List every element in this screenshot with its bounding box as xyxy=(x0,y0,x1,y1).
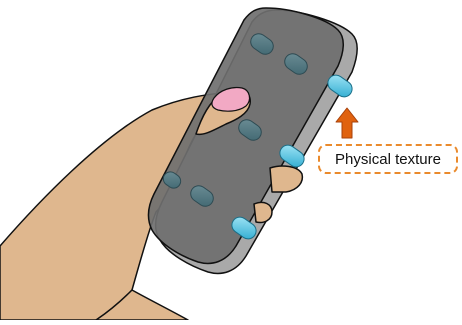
arrow-up-icon xyxy=(336,108,358,138)
callout-box: Physical texture xyxy=(318,144,458,174)
finger-lower xyxy=(254,202,272,222)
finger-upper xyxy=(270,166,302,192)
callout-label: Physical texture xyxy=(335,151,441,168)
